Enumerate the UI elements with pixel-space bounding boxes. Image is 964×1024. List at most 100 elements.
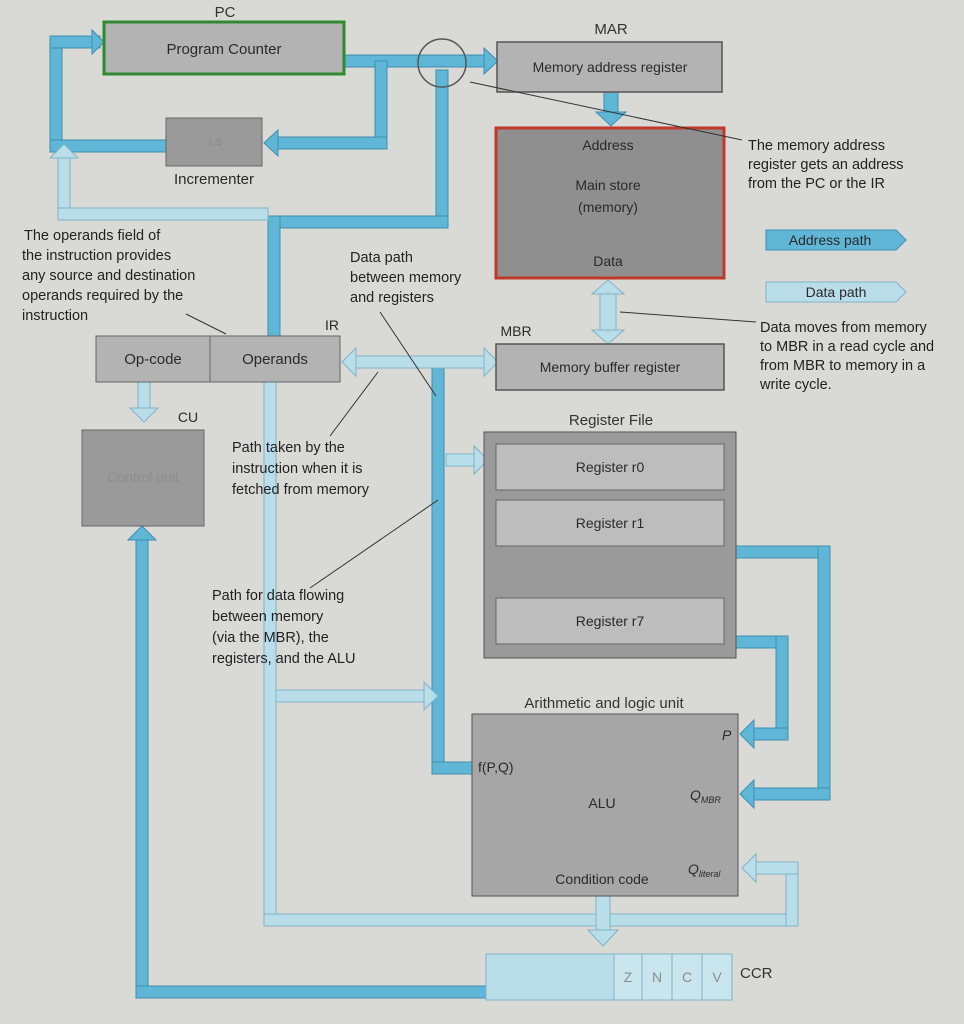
operands-note-line-1: The operands field of [24, 228, 161, 244]
mar-note-line-2: register gets an address [748, 157, 904, 173]
regfile-to-alu-p-horizontal [735, 545, 831, 559]
alu-function-label: f(P,Q) [478, 759, 514, 775]
pc-input-arrow [91, 28, 105, 56]
mar-title: MAR [594, 21, 628, 38]
arithmetic-logic-unit: ALU f(P,Q) P QMBR Qliteral Condition cod… [471, 713, 739, 897]
program-counter: Program Counter [102, 20, 346, 76]
alu-path-note-leader [309, 499, 439, 589]
register-r0 [495, 443, 725, 491]
flag-z-cell [613, 953, 643, 1001]
incrementer-label: Incrementer [174, 171, 254, 188]
flag-c: C [682, 969, 692, 985]
regfile-to-alu-q-horizontal [751, 787, 831, 801]
mbr-note-line-2: to MBR in a read cycle and [760, 339, 934, 355]
program-counter-label: Program Counter [166, 41, 281, 58]
memory-address-register: Memory address register [496, 41, 723, 93]
mbr-note: Data moves from memory to MBR in a read … [759, 320, 938, 393]
pc-title: PC [215, 4, 236, 21]
memory-mbr-data-path [599, 291, 617, 331]
regfile-input-arrow [473, 444, 489, 476]
ccr-to-cu-horizontal [135, 985, 487, 999]
opcode-field [95, 335, 211, 383]
cu-data-arrow [128, 407, 160, 423]
mbr-note-line-3: from MBR to memory in a [760, 358, 926, 374]
mbr-label: Memory buffer register [540, 359, 681, 375]
ccr-to-cu-vertical [135, 535, 149, 999]
data-path-group [48, 143, 799, 947]
ir-title: IR [325, 317, 339, 333]
alu-title: Arithmetic and logic unit [524, 695, 684, 712]
cu-input-arrow [126, 525, 158, 541]
mar-note: The memory address register gets an addr… [748, 138, 908, 192]
literal-path-horizontal [263, 913, 799, 927]
opcode-label: Op-code [124, 351, 182, 368]
alu-path-note-line-3: (via the MBR), the [212, 630, 329, 646]
alu-path-note-line-4: registers, and the ALU [212, 651, 355, 667]
memory-data-arrow-up [590, 279, 626, 295]
mar-note-line-3: from the PC or the IR [748, 176, 885, 192]
operands-feedback-path [57, 207, 269, 221]
register-r1 [495, 499, 725, 547]
incrementer-value: +4 [206, 134, 222, 150]
flag-v: V [712, 969, 722, 985]
alu-label: ALU [588, 795, 615, 811]
incrementer: +4 [165, 117, 263, 167]
ccr-input-arrow [586, 929, 620, 947]
ir-to-mar-horizontal [267, 215, 449, 229]
mar-label: Memory address register [533, 59, 688, 75]
mbr-title: MBR [500, 323, 531, 339]
fetch-note-line-2: instruction when it is [232, 461, 363, 477]
mar-note-line-1: The memory address [748, 138, 885, 154]
fetch-note-leader [329, 371, 379, 437]
alu-path-note-line-2: between memory [212, 609, 324, 625]
data-path-note: Data path between memory and registers [350, 250, 465, 306]
data-path-note-line-3: and registers [350, 290, 434, 306]
condition-code-label: Condition code [555, 871, 649, 887]
instruction-register: Op-code Operands [95, 335, 341, 383]
legend-data-label: Data path [806, 284, 867, 300]
address-multiplexer [417, 38, 467, 88]
mbr-data-arrow-right [483, 346, 499, 378]
alu-qliteral-main: Q [688, 861, 699, 877]
alu-output-horizontal [431, 761, 477, 775]
incrementer-input-arrow [263, 128, 279, 158]
fetch-note-line-1: Path taken by the [232, 440, 345, 456]
mbr-note-line-1: Data moves from memory [760, 320, 928, 336]
ccr-label: CCR [740, 965, 773, 982]
alu-literal-feed [275, 689, 427, 703]
flag-n-cell [641, 953, 673, 1001]
mbr-note-line-4: write cycle. [759, 377, 832, 393]
register-file: Register r0 Register r1 Register r7 [483, 431, 737, 659]
control-unit-label: Control unit [107, 469, 179, 485]
operands-note-line-5: instruction [22, 308, 88, 324]
operands-note-line-4: operands required by the [22, 288, 183, 304]
alu-feed-arrow [423, 680, 439, 712]
data-path-note-line-2: between memory [350, 270, 462, 286]
register-file-title: Register File [569, 412, 653, 429]
memory-address-label: Address [582, 137, 633, 153]
register-r0-label: Register r0 [576, 459, 645, 475]
data-path-note-leader [379, 311, 437, 397]
mbr-to-regfile-horizontal [445, 453, 477, 467]
regfile-to-alu-p2-vertical [775, 635, 789, 741]
alu-qliteral-sub: literal [699, 869, 722, 879]
operands-note: The operands field of the instruction pr… [22, 228, 199, 324]
operands-field [209, 335, 341, 383]
ir-to-cu-path [137, 381, 151, 411]
main-store-label: Main store [575, 177, 641, 193]
pc-to-incrementer-vertical [374, 60, 388, 150]
pc-loop-left-address-path [49, 35, 63, 153]
pc-to-incrementer-horizontal [269, 136, 388, 150]
alu-qmbr-label: QMBR [690, 787, 721, 805]
alu-literal-input-arrow [741, 852, 757, 884]
legend-address-path: Address path [765, 229, 907, 251]
fetch-note-line-3: fetched from memory [232, 482, 370, 498]
mbr-note-leader [619, 311, 757, 323]
regfile-to-alu-p2-bottom [751, 727, 789, 741]
alu-qmbr-sub: MBR [701, 795, 722, 805]
flag-c-cell [671, 953, 703, 1001]
cu-title: CU [178, 409, 198, 425]
register-r1-label: Register r1 [576, 515, 645, 531]
condition-code-register: Z N C V [485, 953, 733, 1001]
leader-lines [185, 81, 757, 589]
